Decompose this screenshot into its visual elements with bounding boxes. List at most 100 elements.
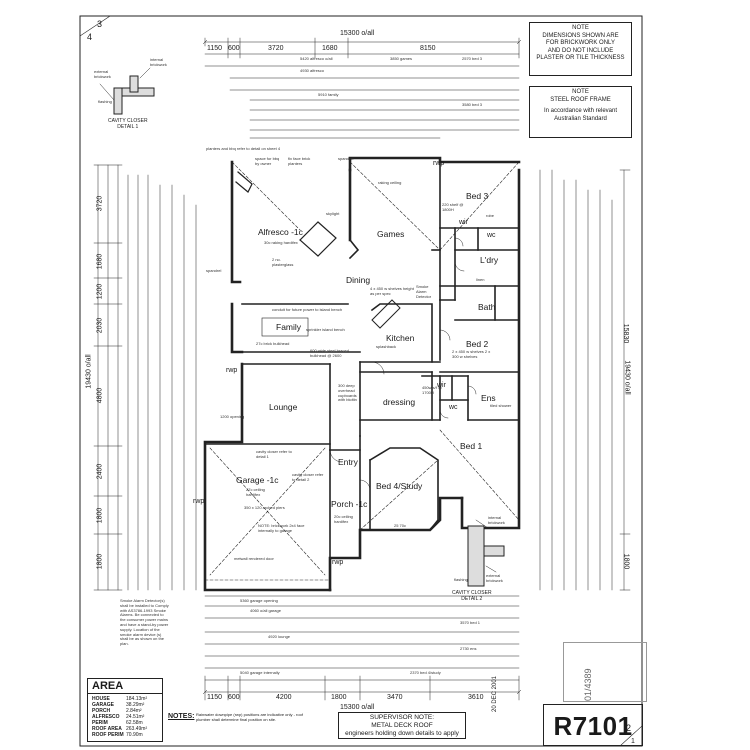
note-linen: linen [476,277,485,282]
note-bbq-space: space for bbq by owner [255,156,280,166]
kitchen-bench [261,299,401,337]
dim-left-6: 2400 [96,463,104,480]
note-brick-bulkhead: 27c brick bulkhead [256,341,290,346]
alfresco-skylight [235,171,337,257]
room-bed3: Bed 3 [466,191,489,201]
dim-sub-garage-opening: 5360 garage opening [240,598,278,603]
left-dimension-lines [93,164,197,591]
date-stamp: 20 DEC 2001 [492,675,498,712]
dim-sub-bed3-b: 3580 bed 3 [462,102,483,107]
dim-ticks [202,39,522,695]
detail-2-external-label: external brickwork [486,573,503,583]
room-alfresco: Alfresco -1c [258,227,303,237]
note-robe: robe [486,213,495,218]
note-garage-ceiling: 27c ceiling hardifex [246,487,265,497]
room-lounge: Lounge [269,402,298,412]
dim-bottom-4: 1800 [331,694,347,701]
note-spandrel-2: spandrel [338,156,354,161]
note-cavity-closer-1: cavity closer refer to detail 1 [256,449,292,459]
note-tiled-shower: tiled shower [490,403,512,408]
note-rendered-door: metwall rendered door [234,556,274,561]
dim-left-8: 1800 [96,553,104,570]
plan-number: R7101 [543,704,643,746]
external-walls [203,156,521,592]
detail-1-title: CAVITY CLOSER DETAIL 1 [108,118,148,130]
note-overhead-cupboards: 300 deep overhead cupboards with bkdtin [338,383,357,403]
corner-label-4: 4 [87,32,93,42]
smoke-alarm-note: Smoke Alarm Detector(s) shall be install… [120,598,169,647]
room-wir-bed1: wir [437,382,446,389]
roof-note-text: In accordance with relevant Australian S… [543,108,618,122]
dim-left-2: 1680 [96,253,104,270]
room-porch: Porch -1c [331,499,368,509]
detail-2-flashing-label: flashing [454,577,468,582]
detail-1-flashing-label: flashing [98,99,112,104]
dim-top-1: 1150 [207,45,223,52]
note-sprinkler-island: sprinkler island bench [306,327,345,332]
corner-label-1: 1 [631,738,635,745]
room-entry: Entry [338,457,358,467]
dim-sub-alfresco: 4930 alfresco [300,68,325,73]
dim-left-overall: 19430 o/all [85,354,93,389]
bottom-dimension-lines [204,595,520,701]
garage-door-dashed [204,161,520,581]
dim-top-3: 3720 [268,45,284,52]
detail-1-internal-label: internal brickwork [150,57,167,67]
dim-sub-garage-int: 5040 garage internally [240,670,280,675]
note-shelves-height: 4 x 450 w shelves height as per spec [370,286,414,296]
dim-bottom-2: 600 [228,694,240,701]
room-wc-upper: wc [487,232,496,239]
note-steel-bulkhead: 600 wide steel braced bulkhead @ 2600 [310,348,349,358]
note-opening: 1200 opening [220,414,245,419]
dim-right-2: 1800 [622,553,630,570]
dim-right-1: 15830 [622,323,630,344]
note-shelf-bed3: 220 shelf @ 1800H [442,202,464,212]
dim-sub-ens: 2730 ens [460,646,477,651]
roof-note-title: NOTE STEEL ROOF FRAME [550,89,611,103]
note-smoke-alarm-symbol: Smoke Alarm Detector [416,284,432,299]
dim-left-3: 1200 [96,283,104,300]
dim-bottom-5: 3470 [387,694,403,701]
note-splashback: splashback [376,344,397,349]
dim-top-2: 600 [228,45,240,52]
note-cavity-closer-2: cavity closer refer to detail 2 [292,472,324,482]
note-brickwork-garage: NOTE: brickwork 2x4 face internally to g… [258,523,305,533]
detail-2-drawing [467,519,505,587]
room-wc-lower: wc [449,404,458,411]
dim-left-5: 4800 [96,387,104,404]
note-planters-bbq: planters and bbq refer to detail on shee… [206,146,281,151]
door-swings [329,237,477,491]
dimensions-note-box: NOTE DIMENSIONS SHOWN ARE FOR BRICKWORK … [529,22,632,76]
room-garage: Garage -1c [236,475,279,485]
room-kitchen: Kitchen [386,333,415,343]
corner-label-2: 2 [626,723,632,733]
note-face-brick-planters: fix face brick planters [288,156,311,166]
note-spandrel-1: spandrel [206,268,222,273]
roof-frame-note-box: NOTE STEEL ROOF FRAME In accordance with… [529,86,632,138]
note-rwp-1: rwp [226,367,238,374]
room-dressing: dressing [383,397,416,407]
dim-bottom-1: 1150 [207,694,223,701]
note-raking-ceiling-games: raking ceiling [378,180,402,185]
note-bed4-ceiling: 25 70c [394,523,407,528]
dim-right-overall: 19430 o/all [623,360,631,395]
note-porch-ceiling: 20c ceiling hardifex [334,514,353,524]
dim-sub-family: 5910 family [318,92,339,97]
note-conduit-island: conduit for future power to island bench [272,307,343,312]
note-skylight: skylight [326,211,340,216]
dim-top-5: 8150 [420,45,436,52]
dim-sub-lounge: 4920 lounge [268,634,291,639]
dim-top-4: 1680 [322,45,338,52]
detail-1-external-label: external brickwork [94,69,111,79]
note-rwp-2: rwp [193,498,205,505]
room-family: Family [276,322,302,332]
room-bed2: Bed 2 [466,339,489,349]
dim-sub-garage-oall: 4060 o/all garage [250,608,281,613]
dim-bottom-6: 3610 [468,694,484,701]
